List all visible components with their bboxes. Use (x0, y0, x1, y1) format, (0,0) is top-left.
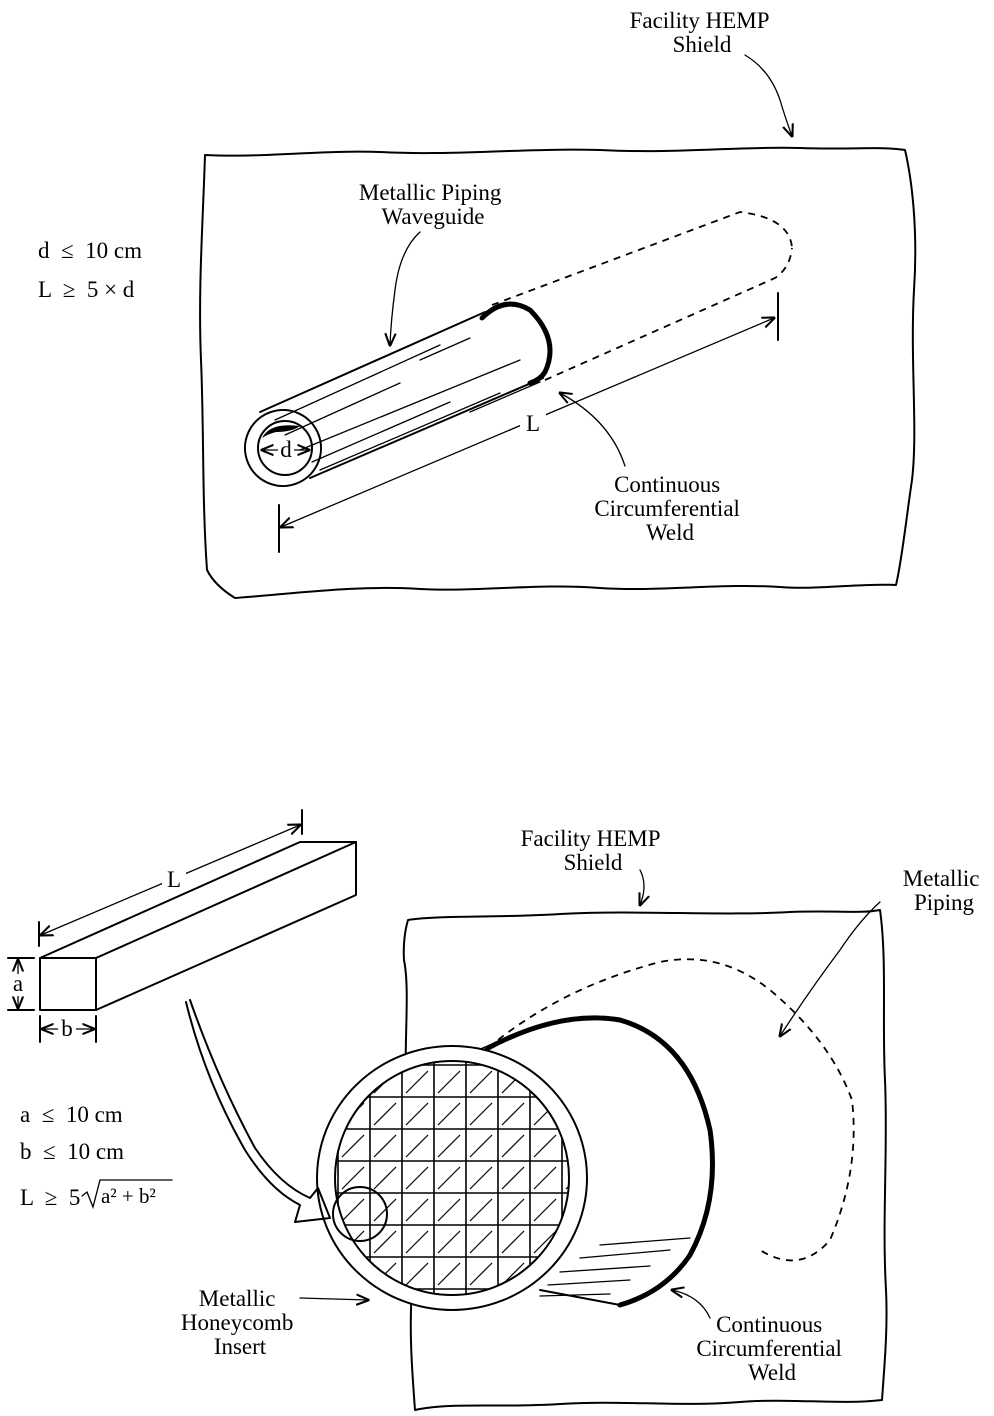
cell-dim-b-label: b (61, 1016, 73, 1041)
honeycomb-grid-line (533, 1198, 557, 1222)
honeycomb-grid-line (469, 1230, 493, 1254)
top-pipe-label: Metallic Piping Waveguide (359, 180, 507, 229)
honeycomb-grid-line (501, 1166, 525, 1190)
honeycomb-grid-line (405, 1102, 429, 1126)
top-eq-d: d ≤ 10 cm (38, 238, 142, 263)
honeycomb-grid-line (437, 1198, 461, 1222)
top-pipe-dashed-edge-lower (544, 247, 793, 381)
honeycomb-grid-line (469, 1102, 493, 1126)
honeycomb-grid-line (373, 1230, 397, 1254)
bottom-eq-b: b ≤ 10 cm (20, 1139, 124, 1164)
honeycomb-grid-line (373, 1294, 397, 1295)
honeycomb-grid-line (405, 1070, 429, 1094)
top-dim-d-label: d (280, 437, 292, 462)
top-pipe-hatching (274, 337, 541, 471)
honeycomb-grid-line (469, 1262, 493, 1286)
top-pipe-leader (390, 231, 421, 345)
honeycomb-grid-line (501, 1102, 525, 1126)
honeycomb-grid-line (341, 1134, 365, 1158)
bottom-weld-arc (485, 1015, 715, 1308)
honeycomb-grid-line (341, 1166, 365, 1190)
top-eq-L: L ≥ 5 × d (38, 277, 135, 302)
honeycomb-grid-line (501, 1262, 525, 1286)
bottom-shield-label: Facility HEMP Shield (521, 826, 666, 875)
honeycomb-grid-line (405, 1198, 429, 1222)
honeycomb-cell-box (39, 841, 357, 1011)
bottom-eq-L-prefix: L ≥ 5 (20, 1185, 80, 1210)
honeycomb-grid-line (437, 1230, 461, 1254)
cell-dim-a-label: a (13, 971, 23, 996)
bottom-cyl-inner-rim (334, 1060, 570, 1296)
honeycomb-grid-line (533, 1294, 557, 1295)
honeycomb-grid-line (373, 1102, 397, 1126)
top-weld-label: Continuous Circumferential Weld (594, 472, 745, 545)
honeycomb-grid-line (501, 1198, 525, 1222)
bottom-weld-label: Continuous Circumferential Weld (696, 1312, 847, 1385)
honeycomb-grid-line (565, 1262, 569, 1286)
bottom-weld-leader (672, 1290, 711, 1319)
honeycomb-grid-line (373, 1134, 397, 1158)
honeycomb-grid-line (533, 1230, 557, 1254)
honeycomb-grid-line (341, 1294, 365, 1295)
top-figure: d L Facility HEMP Shield Metallic Piping… (38, 8, 917, 599)
honeycomb-cell-callout (332, 1186, 388, 1242)
honeycomb-grid-line (437, 1070, 461, 1094)
honeycomb-grid-line (501, 1134, 525, 1158)
bottom-cyl-outer-rim (316, 1045, 588, 1311)
honeycomb-grid-line (501, 1230, 525, 1254)
honeycomb-grid-line (437, 1166, 461, 1190)
top-dim-L-label: L (526, 411, 540, 436)
honeycomb-grid-line (341, 1198, 365, 1222)
honeycomb-grid-line (437, 1134, 461, 1158)
honeycomb-grid-line (469, 1166, 493, 1190)
top-pipe-dashed-edge-upper (491, 211, 793, 306)
bottom-eq-a: a ≤ 10 cm (20, 1102, 123, 1127)
top-pipe-solid-edge-upper (259, 311, 486, 413)
bottom-eq-L-radicand: a² + b² (101, 1184, 156, 1208)
honeycomb-grid-line (405, 1134, 429, 1158)
bottom-insert-leader (299, 1298, 368, 1300)
honeycomb-grid-line (469, 1134, 493, 1158)
bottom-cyl-edge-lower (539, 1289, 621, 1306)
bottom-insert-label: Metallic Honeycomb Insert (181, 1286, 299, 1359)
honeycomb-grid-line (405, 1262, 429, 1286)
top-weld-leader (560, 393, 626, 467)
top-shield-plate (199, 146, 917, 599)
honeycomb-insert (335, 1061, 569, 1295)
top-pipe-solid-edge-lower (309, 377, 544, 479)
bottom-pipe-label: Metallic Piping (903, 866, 985, 915)
bottom-shield-leader (640, 869, 644, 905)
bottom-figure: L a b Facility HEMP Shield Metallic Pipi… (7, 809, 985, 1411)
honeycomb-grid-line (373, 1198, 397, 1222)
top-shield-label: Facility HEMP Shield (630, 8, 775, 57)
honeycomb-grid-line (533, 1166, 557, 1190)
honeycomb-grid-line (405, 1230, 429, 1254)
honeycomb-grid-line (405, 1166, 429, 1190)
honeycomb-grid-line (565, 1070, 569, 1094)
honeycomb-grid-line (437, 1102, 461, 1126)
honeycomb-grid-line (469, 1198, 493, 1222)
cell-dim-L-label: L (167, 867, 181, 892)
cell-to-insert-arrow (185, 999, 331, 1223)
bottom-cyl-dashed-outline (487, 958, 855, 1262)
honeycomb-grid-line (373, 1166, 397, 1190)
sqrt-symbol (81, 1179, 173, 1210)
honeycomb-grid-line (469, 1070, 493, 1094)
bottom-pipe-leader (780, 901, 881, 1036)
honeycomb-grid-line (533, 1134, 557, 1158)
top-shield-leader (744, 54, 792, 136)
honeycomb-grid-line (437, 1262, 461, 1286)
